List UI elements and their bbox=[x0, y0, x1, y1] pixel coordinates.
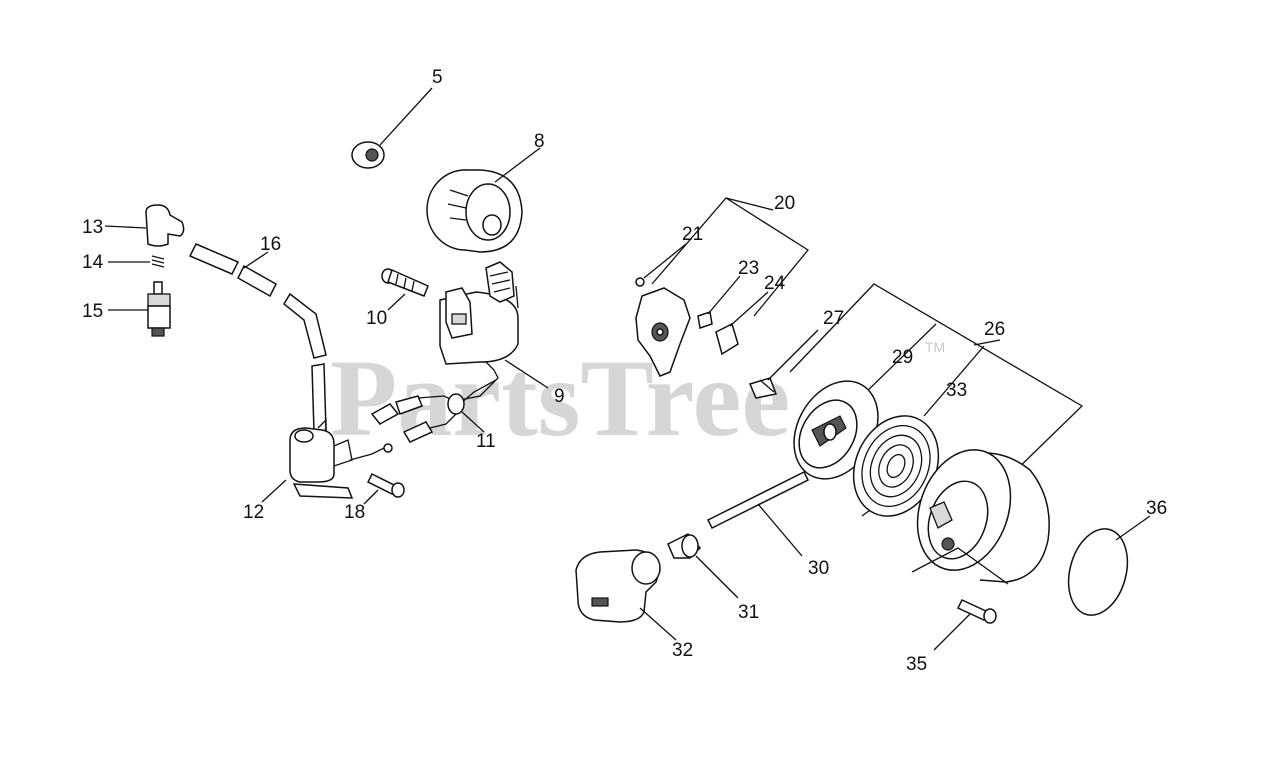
part-16-ht-wire[interactable] bbox=[188, 243, 327, 433]
part-35-screw[interactable] bbox=[911, 547, 1009, 651]
label-24: 24 bbox=[764, 273, 786, 294]
part-13-plug-boot[interactable] bbox=[104, 204, 185, 247]
label-26: 26 bbox=[984, 319, 1005, 340]
label-14: 14 bbox=[82, 252, 104, 273]
label-33: 33 bbox=[946, 380, 967, 401]
watermark-logo: PartsTree bbox=[330, 337, 790, 459]
label-36: 36 bbox=[1146, 498, 1167, 519]
label-21: 21 bbox=[682, 224, 703, 245]
label-35: 35 bbox=[906, 654, 927, 675]
label-8: 8 bbox=[534, 131, 545, 152]
part-12-ignition-coil[interactable] bbox=[261, 418, 354, 503]
label-27: 27 bbox=[823, 308, 844, 329]
label-12: 12 bbox=[243, 502, 264, 523]
part-5-nut[interactable] bbox=[351, 87, 433, 169]
label-13: 13 bbox=[82, 217, 103, 238]
part-20-starter-pawl-assembly[interactable] bbox=[635, 197, 809, 377]
label-23: 23 bbox=[738, 258, 759, 279]
label-32: 32 bbox=[672, 640, 693, 661]
part-30-starter-rope[interactable] bbox=[706, 470, 810, 557]
part-14-spring[interactable] bbox=[108, 255, 165, 268]
label-31: 31 bbox=[738, 602, 759, 623]
part-26-assembly-bracket bbox=[789, 283, 1084, 477]
label-5: 5 bbox=[432, 67, 443, 88]
label-10: 10 bbox=[366, 308, 387, 329]
part-27-screw[interactable] bbox=[748, 329, 819, 399]
part-11-connector-wire[interactable] bbox=[370, 379, 497, 443]
label-16: 16 bbox=[260, 234, 281, 255]
part-15-spark-plug[interactable] bbox=[108, 281, 171, 337]
label-11: 11 bbox=[476, 431, 496, 452]
part-10-bolt[interactable] bbox=[381, 268, 429, 311]
part-36-decal[interactable] bbox=[1060, 515, 1151, 622]
label-9: 9 bbox=[554, 386, 565, 407]
part-31-bushing[interactable] bbox=[667, 533, 739, 599]
part-32-starter-handle[interactable] bbox=[575, 549, 677, 641]
part-26-starter-case[interactable] bbox=[901, 437, 1050, 584]
label-29: 29 bbox=[892, 347, 913, 368]
part-8-flywheel[interactable] bbox=[426, 147, 541, 253]
label-18: 18 bbox=[344, 502, 365, 523]
part-9-ignition-module[interactable] bbox=[439, 261, 549, 401]
label-15: 15 bbox=[82, 301, 103, 322]
label-30: 30 bbox=[808, 558, 829, 579]
part-18-screw[interactable] bbox=[349, 443, 405, 505]
label-20: 20 bbox=[774, 193, 795, 214]
watermark-trademark: TM bbox=[925, 339, 945, 355]
